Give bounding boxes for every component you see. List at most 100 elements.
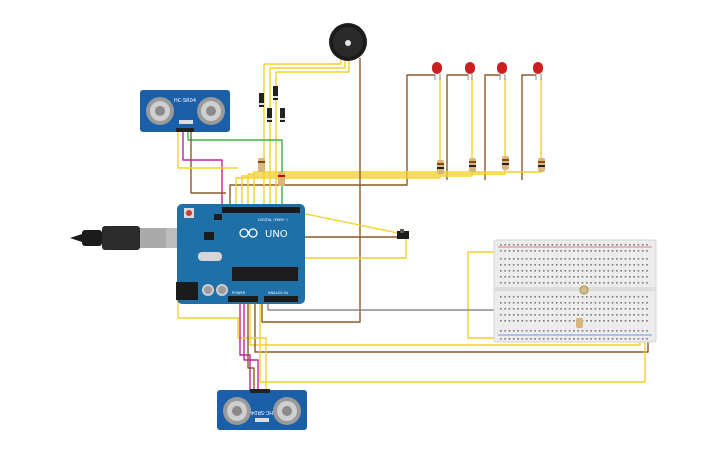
- breadboard-hole: [543, 320, 545, 322]
- diode-4[interactable]: [267, 108, 272, 122]
- wire-sensor-top-green[interactable]: [187, 132, 283, 210]
- diode-1[interactable]: [259, 93, 264, 107]
- led-2[interactable]: [465, 62, 475, 80]
- breadboard-hole: [568, 338, 571, 340]
- breadboard-hole: [547, 258, 549, 260]
- breadboard-hole: [568, 258, 571, 260]
- breadboard-hole: [573, 244, 575, 246]
- wire-led1-brown[interactable]: [229, 74, 435, 210]
- breadboard-hole: [517, 282, 519, 284]
- ultrasonic-sensor-top[interactable]: HC-SR04: [140, 90, 230, 132]
- resistor-2[interactable]: [469, 158, 476, 172]
- breadboard-hole: [611, 314, 614, 316]
- wire-sensor-bottom-brown[interactable]: [247, 300, 255, 392]
- diode-3[interactable]: [280, 108, 285, 122]
- wire-buzzer-yellow[interactable]: [263, 58, 342, 210]
- breadboard-hole: [525, 296, 528, 298]
- breadboard-hole: [551, 258, 554, 260]
- breadboard-hole: [586, 330, 588, 332]
- breadboard-hole: [500, 282, 502, 284]
- breadboard-hole: [551, 314, 554, 316]
- ultrasonic-sensor-bottom[interactable]: HC-SR04: [217, 389, 307, 430]
- wire-led4-brown[interactable]: [521, 74, 536, 180]
- breadboard-hole: [555, 314, 558, 316]
- breadboard-hole: [624, 244, 627, 246]
- breadboard-hole: [611, 282, 614, 284]
- wire-led4-yellow[interactable]: [253, 78, 542, 210]
- breadboard[interactable]: [493, 239, 657, 343]
- breadboard-hole: [611, 258, 614, 260]
- photoresistor[interactable]: [579, 285, 589, 295]
- breadboard-hole: [538, 302, 541, 304]
- resistor-6[interactable]: [278, 172, 285, 186]
- led-3[interactable]: [497, 62, 507, 80]
- breadboard-hole: [620, 320, 622, 322]
- breadboard-hole: [538, 314, 541, 316]
- wire-switch-yellow[interactable]: [295, 211, 399, 234]
- resistor-3[interactable]: [502, 156, 509, 170]
- resistor-4[interactable]: [538, 158, 545, 172]
- power-header[interactable]: [228, 296, 258, 302]
- wire-led2-brown[interactable]: [446, 74, 468, 180]
- breadboard-hole: [641, 338, 644, 340]
- breadboard-hole: [560, 320, 562, 322]
- breadboard-resistor[interactable]: [576, 318, 583, 328]
- breadboard-hole: [525, 302, 528, 304]
- analog-header[interactable]: [264, 296, 298, 302]
- breadboard-hole: [594, 276, 597, 278]
- wire-sensor-bottom-yellow[interactable]: [259, 300, 646, 383]
- wire-led3-brown[interactable]: [484, 74, 500, 180]
- breadboard-hole: [573, 314, 575, 316]
- power-header-label: POWER: [232, 291, 246, 295]
- breadboard-hole: [581, 258, 584, 260]
- breadboard-hole: [603, 302, 605, 304]
- wire-led3-yellow[interactable]: [247, 78, 506, 210]
- resistor-5[interactable]: [258, 158, 265, 172]
- breadboard-hole: [538, 320, 541, 322]
- wire-sensor-bottom-magenta[interactable]: [239, 300, 251, 392]
- breadboard-hole: [512, 250, 515, 252]
- led-1[interactable]: [432, 62, 442, 80]
- piezo-buzzer[interactable]: [329, 23, 367, 61]
- wire-bb-yellow-left[interactable]: [467, 251, 498, 339]
- breadboard-hole: [611, 244, 614, 246]
- led-4[interactable]: [533, 62, 543, 80]
- breadboard-hole: [508, 296, 511, 298]
- breadboard-hole: [646, 270, 648, 272]
- breadboard-hole: [521, 258, 524, 260]
- diode-2[interactable]: [273, 86, 278, 100]
- breadboard-hole: [573, 264, 575, 266]
- breadboard-hole: [573, 338, 575, 340]
- arduino-uno-board[interactable]: UNO DIGITAL (PWM~) POWER ANALOG IN: [70, 204, 305, 304]
- breadboard-hole: [586, 270, 588, 272]
- wire-led2-yellow[interactable]: [241, 78, 473, 210]
- breadboard-hole: [564, 330, 567, 332]
- breadboard-hole: [500, 250, 502, 252]
- breadboard-hole: [538, 258, 541, 260]
- breadboard-hole: [577, 264, 579, 266]
- breadboard-hole: [590, 302, 592, 304]
- resistor-1[interactable]: [437, 160, 444, 174]
- wire-buzzer-brown[interactable]: [261, 58, 361, 323]
- digital-header[interactable]: [222, 207, 300, 213]
- breadboard-hole: [598, 320, 601, 322]
- breadboard-hole: [590, 270, 592, 272]
- slide-switch[interactable]: [397, 229, 409, 239]
- breadboard-hole: [525, 250, 528, 252]
- wire-5v-yellow[interactable]: [177, 250, 267, 392]
- breadboard-hole: [551, 308, 554, 310]
- wire-sensor-top-brown[interactable]: [190, 132, 226, 194]
- breadboard-hole: [624, 308, 627, 310]
- wire-led1-yellow[interactable]: [235, 78, 441, 210]
- breadboard-hole: [646, 296, 648, 298]
- breadboard-hole: [500, 258, 502, 260]
- wire-buzzer-yellow-2[interactable]: [269, 58, 346, 210]
- breadboard-hole: [504, 302, 506, 304]
- wire-buzzer-yellow-3[interactable]: [275, 58, 350, 210]
- breadboard-hole: [590, 258, 592, 260]
- breadboard-hole: [568, 330, 571, 332]
- breadboard-hole: [641, 296, 644, 298]
- breadboard-hole: [530, 270, 532, 272]
- wire-sensor-top-yellow[interactable]: [177, 132, 238, 169]
- breadboard-hole: [629, 250, 631, 252]
